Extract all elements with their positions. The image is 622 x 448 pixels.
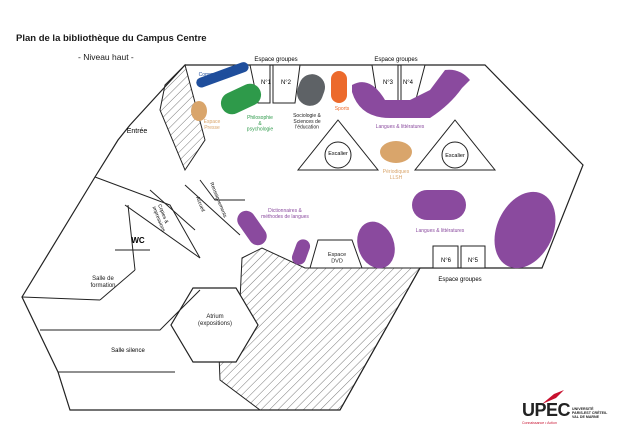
page-subtitle: - Niveau haut - (78, 52, 134, 62)
logo-side: UNIVERSITÉ PARIS-EST CRÉTEIL VAL DE MARN… (572, 407, 608, 420)
label-langues-top: Langues & littératures (376, 124, 425, 130)
shelf-communication (196, 62, 249, 88)
label-n4: N°4 (403, 80, 414, 86)
label-entree: Entrée (127, 128, 148, 135)
group-room-n6 (432, 245, 459, 269)
label-accueil: Accueil (194, 196, 206, 213)
internal-walls (21, 176, 245, 373)
shelf-espace-presse (191, 101, 207, 121)
shelf-langues-mid (357, 221, 395, 269)
page-title: Plan de la bibliothèque du Campus Centre (16, 33, 207, 44)
upec-logo: UPEC UNIVERSITÉ PARIS-EST CRÉTEIL VAL DE… (522, 390, 612, 440)
label-n2: N°2 (281, 80, 292, 86)
group-room-n2 (272, 64, 301, 104)
label-sports: Sports (335, 106, 350, 112)
label-communication: Communication (199, 72, 234, 78)
label-n3: N°3 (383, 80, 394, 86)
label-group-header-mid: Espace groupes (374, 57, 417, 63)
label-wc: WC (131, 236, 145, 245)
logo-mark-icon (542, 390, 564, 404)
label-n1: N°1 (261, 80, 272, 86)
shelf-langues-top (352, 69, 470, 118)
label-n6: N°6 (441, 258, 452, 264)
shelf-dictionnaires-2 (291, 239, 311, 265)
logo-word: UPEC (522, 400, 571, 420)
label-n5: N°5 (468, 258, 479, 264)
shelf-langues-right (412, 190, 466, 220)
label-group-header-bottom: Espace groupes (438, 277, 481, 283)
dvd-room (309, 239, 363, 269)
shelf-langues-far (494, 191, 556, 269)
logo-tagline: Connaissance • Action (522, 421, 557, 425)
group-room-n5 (460, 245, 486, 269)
label-escalier-right: Escalier (445, 153, 465, 159)
label-salle-silence: Salle silence (111, 348, 145, 354)
shelf-philosophie (220, 83, 262, 115)
shelf-dictionnaires (237, 210, 267, 246)
label-escalier-left: Escalier (328, 151, 348, 157)
label-langues-right: Langues & littératures (416, 228, 465, 234)
shelf-periodiques (380, 141, 412, 163)
label-atrium: Atrium(expositions) (198, 314, 232, 327)
label-group-header-left: Espace groupes (254, 57, 297, 63)
label-philosophie: Philosophie&psychologie (247, 115, 274, 133)
shelf-sports (331, 71, 347, 103)
atrium-room (170, 287, 259, 363)
shelf-sociologie (296, 74, 326, 106)
entrance-void (159, 64, 206, 172)
label-dictionnaires: Dictionnaires &méthodes de langues (261, 208, 309, 220)
